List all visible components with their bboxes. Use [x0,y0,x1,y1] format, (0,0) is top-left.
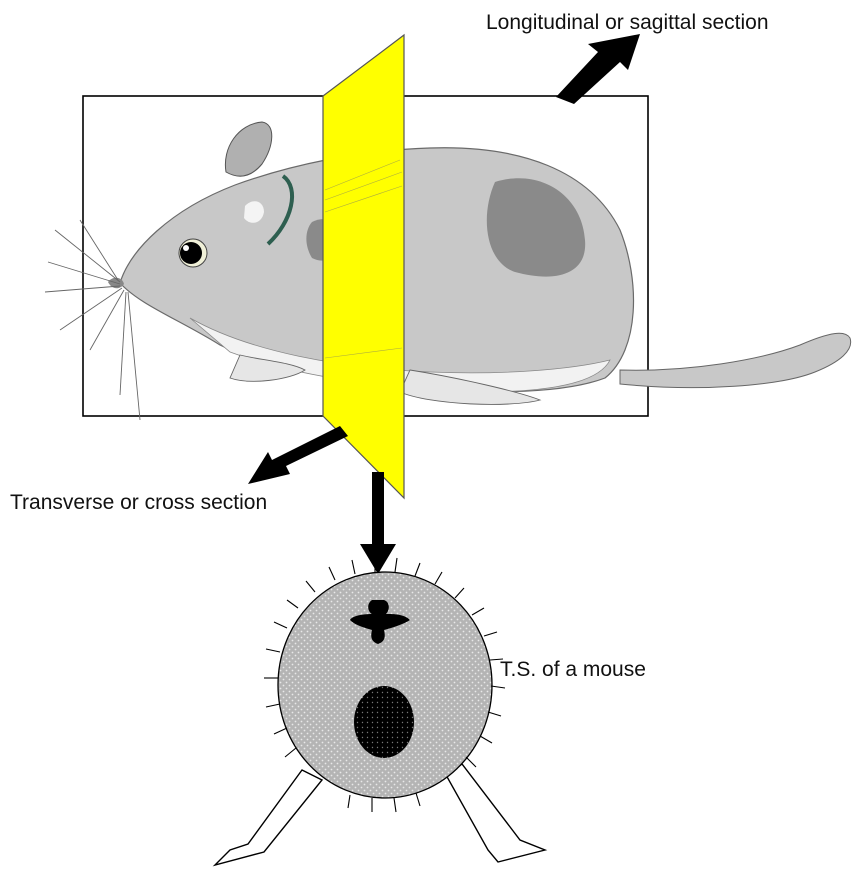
sagittal-arrow [556,34,640,104]
down-arrow [360,472,396,574]
transverse-arrow [248,426,348,484]
transverse-section-label: Transverse or cross section [10,492,267,513]
ts-mouse-label: T.S. of a mouse [500,659,646,680]
sagittal-section-label: Longitudinal or sagittal section [486,12,769,33]
